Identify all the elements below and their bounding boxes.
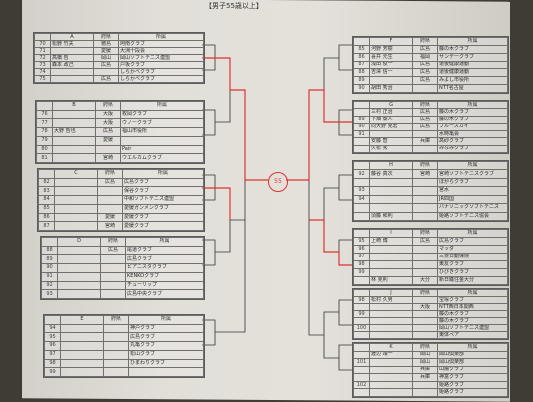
page-title: 【男子55歳以上】	[205, 2, 263, 10]
final-mark: 55	[268, 172, 288, 192]
